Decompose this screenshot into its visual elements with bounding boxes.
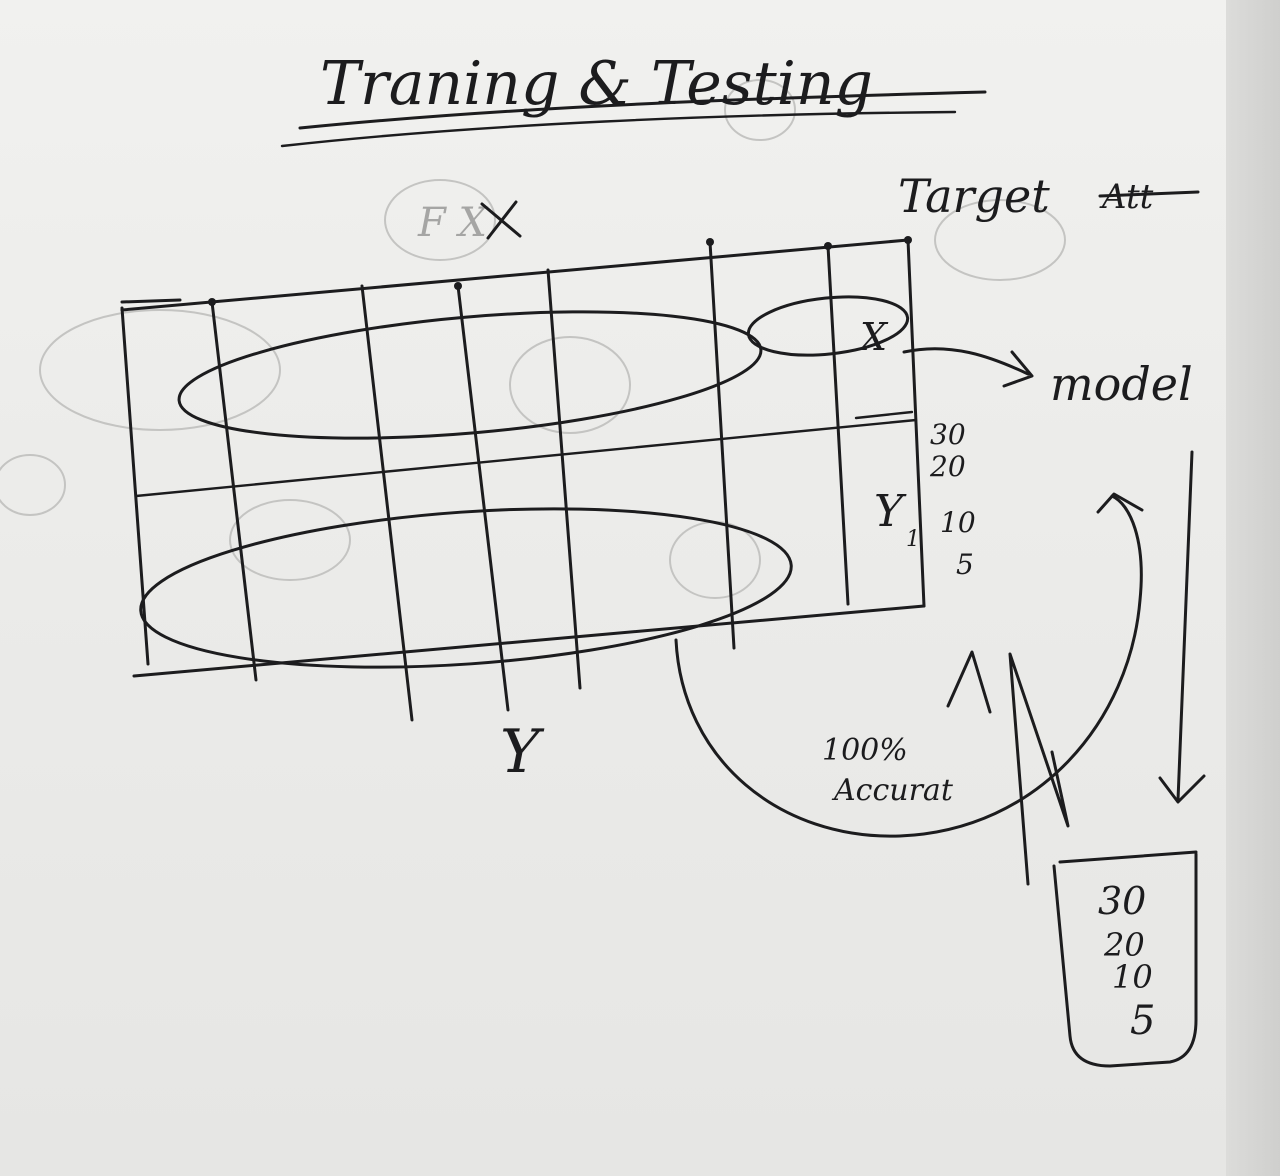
- prediction-value: 30: [1098, 879, 1146, 923]
- testing-ellipse: [139, 507, 793, 669]
- y-column-subscript: 1: [906, 527, 920, 552]
- features-label: F X: [417, 200, 488, 246]
- prediction-box: 30 20 10 5: [1052, 850, 1198, 1068]
- table-column-1: [210, 300, 258, 682]
- page-edge: [1226, 0, 1280, 1176]
- y-bottom-label: Y: [500, 717, 545, 787]
- table-column-3: [456, 284, 510, 712]
- table-column-5: [708, 240, 736, 650]
- arrow-to-model: [902, 347, 1030, 376]
- table-top-edge: [120, 238, 910, 312]
- y-column-label: Y: [874, 486, 907, 537]
- training-ellipse: [177, 310, 763, 440]
- arrow-model-to-box-head: [1158, 774, 1206, 804]
- features-cross-mark: [480, 200, 522, 240]
- arrow-model-to-box: [1176, 450, 1194, 802]
- prediction-value: 10: [1112, 958, 1153, 996]
- table-bottom-edge: [132, 604, 926, 678]
- zigzag-arrow: [1008, 652, 1070, 886]
- comparison-curve: [674, 494, 1143, 838]
- table-row-tick: [854, 410, 914, 420]
- accuracy-word: Accurat: [831, 773, 954, 808]
- column-dot-4: [824, 242, 832, 250]
- prediction-value: 20: [1103, 926, 1145, 964]
- table-right-edge: [906, 238, 926, 608]
- table-left-edge: [120, 306, 150, 666]
- table-column-4: [546, 268, 582, 690]
- x-row-ellipse: [746, 295, 910, 357]
- title-underline-2: [280, 110, 957, 148]
- side-value: 20: [929, 450, 966, 483]
- prediction-box-outline: [1052, 852, 1198, 1068]
- column-dot-1: [208, 298, 216, 306]
- target-label: Target: [898, 169, 1050, 223]
- prediction-value: 5: [1130, 998, 1155, 1044]
- accuracy-percent: 100%: [822, 733, 908, 768]
- side-value: 10: [940, 506, 976, 539]
- title-underline-1: [298, 90, 987, 130]
- prediction-box-top: [1058, 850, 1198, 864]
- model-label: model: [1050, 357, 1193, 411]
- x-row-label: X: [857, 315, 889, 359]
- zigzag-arrow-head: [946, 650, 992, 714]
- side-values: 30 20 10 5: [929, 418, 976, 581]
- column-dot-5: [904, 236, 912, 244]
- comparison-curve-head: [1096, 492, 1144, 514]
- arrow-to-model-head: [1002, 350, 1034, 388]
- bleed-through-marks: [0, 79, 1066, 599]
- column-dot-2: [454, 282, 462, 290]
- column-dot-3: [706, 238, 714, 246]
- sketch-title: Traning & Testing: [320, 49, 873, 119]
- dataset-table: [120, 236, 926, 722]
- table-corner-tick: [120, 298, 182, 304]
- side-value: 5: [956, 548, 974, 581]
- table-column-2: [360, 284, 414, 722]
- table-row-line-1: [134, 418, 918, 498]
- table-column-6: [826, 244, 850, 606]
- side-value: 30: [930, 418, 966, 451]
- target-strike-line: [1098, 190, 1200, 198]
